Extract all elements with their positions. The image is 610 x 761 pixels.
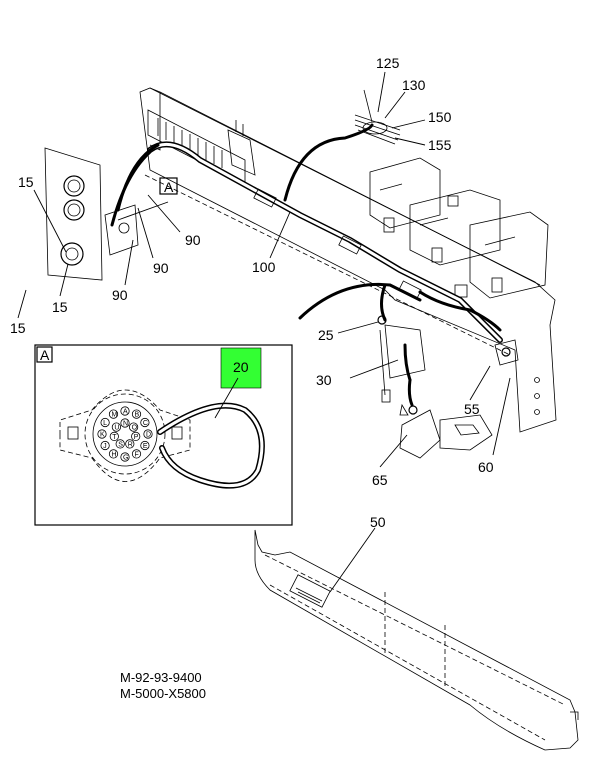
- connector-pin-label: D: [146, 432, 151, 439]
- connector-pin-label: R: [128, 441, 133, 448]
- callout-150: 150: [428, 109, 452, 125]
- connector-pin: [108, 449, 119, 459]
- callout-100: 100: [252, 259, 276, 275]
- callout-130: 130: [402, 77, 426, 93]
- callout-labels: 125 130 150 155 15 15 15 90 90 90 100 25…: [10, 55, 494, 530]
- part-number-1: M-92-93-9400: [120, 670, 202, 685]
- leader-lines: [17, 71, 511, 593]
- connector-pin-label: C: [143, 420, 148, 427]
- callout-125: 125: [376, 55, 400, 71]
- callout-90-a: 90: [185, 232, 201, 248]
- callout-155: 155: [428, 137, 452, 153]
- connector-pin: [97, 429, 107, 439]
- connector-pin: [140, 417, 150, 428]
- cable-20: [157, 402, 265, 489]
- connector-pin: [109, 431, 119, 441]
- connector-pin: [120, 406, 130, 416]
- connector-pin-label: B: [135, 412, 140, 419]
- connector-pin: [100, 440, 110, 451]
- connector-pin-label: H: [112, 451, 117, 458]
- part-number-2: M-5000-X5800: [120, 686, 206, 701]
- connector-pin-label: E: [143, 443, 148, 450]
- part-numbers: M-92-93-9400 M-5000-X5800: [120, 670, 206, 701]
- module-boxes: [369, 157, 549, 299]
- connector-pin-label: P: [134, 434, 139, 441]
- connector-pin-label: N: [123, 421, 128, 428]
- svg-text:A: A: [164, 179, 174, 195]
- connector-pin: [108, 409, 119, 419]
- lower-brackets: [379, 324, 540, 459]
- callout-90-c: 90: [112, 287, 128, 303]
- connector-pin-label: S: [118, 441, 123, 448]
- connector-pin: [129, 422, 139, 432]
- connector-pin: [100, 417, 110, 428]
- connector-pin: [111, 422, 122, 432]
- connector-pin: [120, 418, 130, 428]
- connector-pin: [125, 439, 135, 449]
- lower-cover-panel: [254, 529, 579, 751]
- callout-65: 65: [372, 472, 388, 488]
- callout-30: 30: [316, 372, 332, 388]
- connector-pin-label: J: [103, 443, 107, 450]
- callout-55: 55: [464, 401, 480, 417]
- callout-60: 60: [478, 459, 494, 475]
- connector-pin-label: K: [100, 432, 105, 439]
- connector-pin: [120, 452, 130, 462]
- connector-pin: [131, 409, 142, 419]
- connector-pin-label: L: [103, 420, 107, 427]
- wire-bundle: [354, 89, 401, 145]
- connector-pin-label: M: [112, 412, 118, 419]
- callout-90-b: 90: [153, 260, 169, 276]
- connector-pin-label: A: [123, 409, 128, 416]
- connector-pin-label: O: [132, 425, 138, 432]
- connector-pin-label: G: [123, 455, 128, 462]
- callout-15-mid: 15: [52, 299, 68, 315]
- connector-pin: [143, 429, 153, 439]
- connector-pin: [131, 431, 141, 441]
- callout-50: 50: [370, 514, 386, 530]
- connector-pin-label: T: [112, 434, 117, 441]
- svg-text:20: 20: [233, 359, 249, 375]
- connector-pin: [115, 439, 125, 449]
- connector-pin-label: U: [114, 425, 119, 432]
- callout-25: 25: [318, 327, 334, 343]
- connector-pin-label: F: [135, 451, 139, 458]
- view-a-marker: A: [159, 177, 178, 195]
- main-harness: [110, 123, 511, 415]
- detail-view-label: A: [40, 347, 50, 363]
- connector-pin: [131, 449, 142, 459]
- switch-panel: [44, 147, 139, 281]
- callout-15-low: 15: [10, 320, 26, 336]
- highlight-callout-20[interactable]: [220, 347, 262, 389]
- callout-15-top: 15: [18, 174, 34, 190]
- dash-panel-assembly: [44, 87, 557, 459]
- connector-pin: [140, 440, 150, 451]
